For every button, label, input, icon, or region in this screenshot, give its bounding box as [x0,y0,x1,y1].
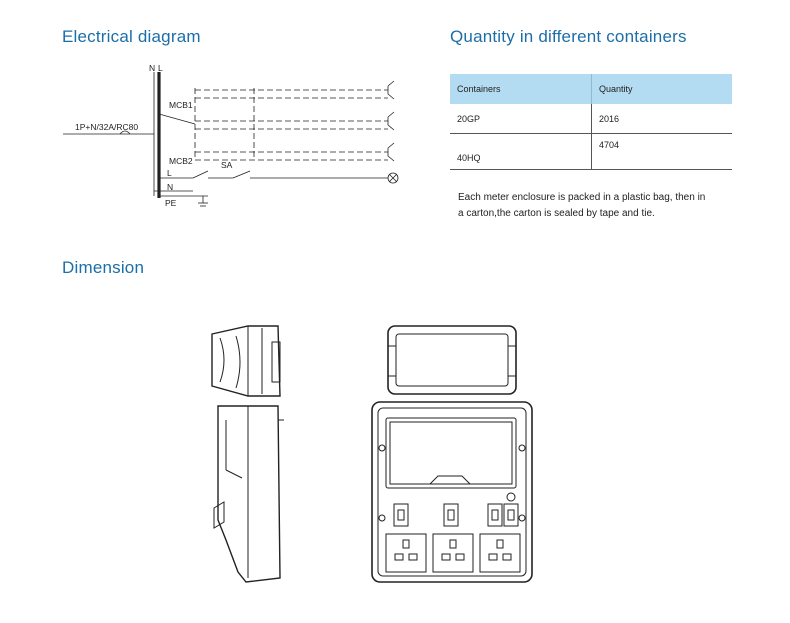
dimension-drawings [211,325,533,583]
label-l-top: L [158,63,163,73]
electrical-diagram-heading: Electrical diagram [62,27,201,46]
label-mcb1: MCB1 [169,100,193,110]
header-quantity: Quantity [591,74,732,104]
cell-container: 40HQ [450,133,592,170]
electrical-diagram: N L 1P+N/32A/RC80 MCB1 MCB2 SA L N PE [63,63,399,208]
packing-note: Each meter enclosure is packed in a plas… [458,192,706,219]
table-row: 20GP 2016 [450,104,732,134]
header-containers: Containers [450,74,592,104]
cell-container: 20GP [450,104,592,134]
label-sa: SA [221,160,233,170]
table-row: 40HQ 4704 [450,133,732,170]
quantity-table: Containers Quantity 20GP 2016 40HQ 4704 [450,74,732,170]
label-pe: PE [165,198,177,208]
label-mcb2: MCB2 [169,156,193,166]
cell-quantity: 2016 [591,104,732,134]
cell-quantity: 4704 [591,133,732,170]
dimension-heading: Dimension [62,258,145,277]
label-n-bottom: N [167,182,173,192]
label-l-branch: L [167,168,172,178]
quantity-heading: Quantity in different containers [450,27,687,46]
label-n-top: N [149,63,155,73]
label-rcbo: 1P+N/32A/RC80 [75,122,138,132]
